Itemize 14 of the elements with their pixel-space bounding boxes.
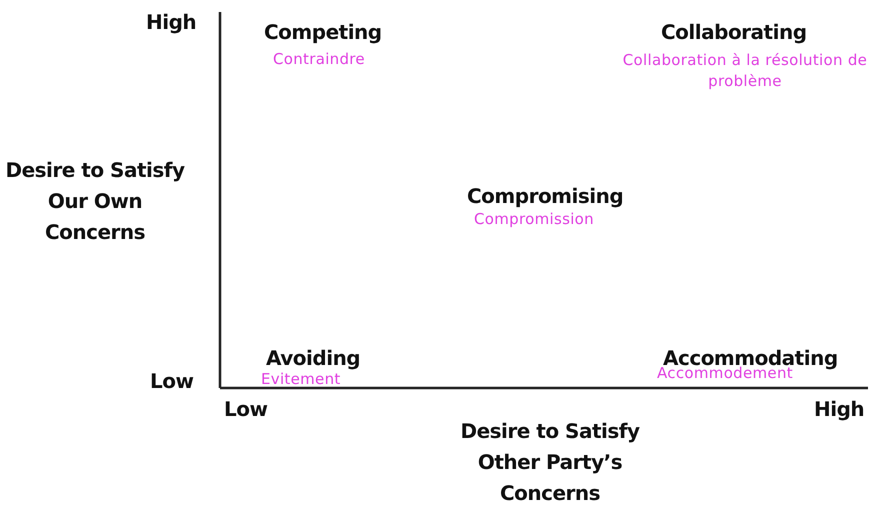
mode-title: Collaborating <box>661 20 807 44</box>
mode-translation: Collaboration à la résolution de problème <box>622 50 868 92</box>
mode-title: Avoiding <box>266 346 360 370</box>
mode-translation: Evitement <box>261 370 341 388</box>
axis-value-label: Low <box>224 397 268 421</box>
mode-title: Competing <box>264 20 382 44</box>
axis-value-label: Low <box>150 369 194 393</box>
mode-translation: Contraindre <box>273 50 365 68</box>
axis-value-label: High <box>146 10 196 34</box>
mode-translation: Compromission <box>474 210 594 228</box>
axis-title: Desire to Satisfy Our Own Concerns <box>4 157 186 246</box>
axis-value-label: High <box>814 397 864 421</box>
mode-title: Compromising <box>467 184 624 208</box>
axis-title: Desire to Satisfy Other Party’s Concerns <box>459 418 641 507</box>
